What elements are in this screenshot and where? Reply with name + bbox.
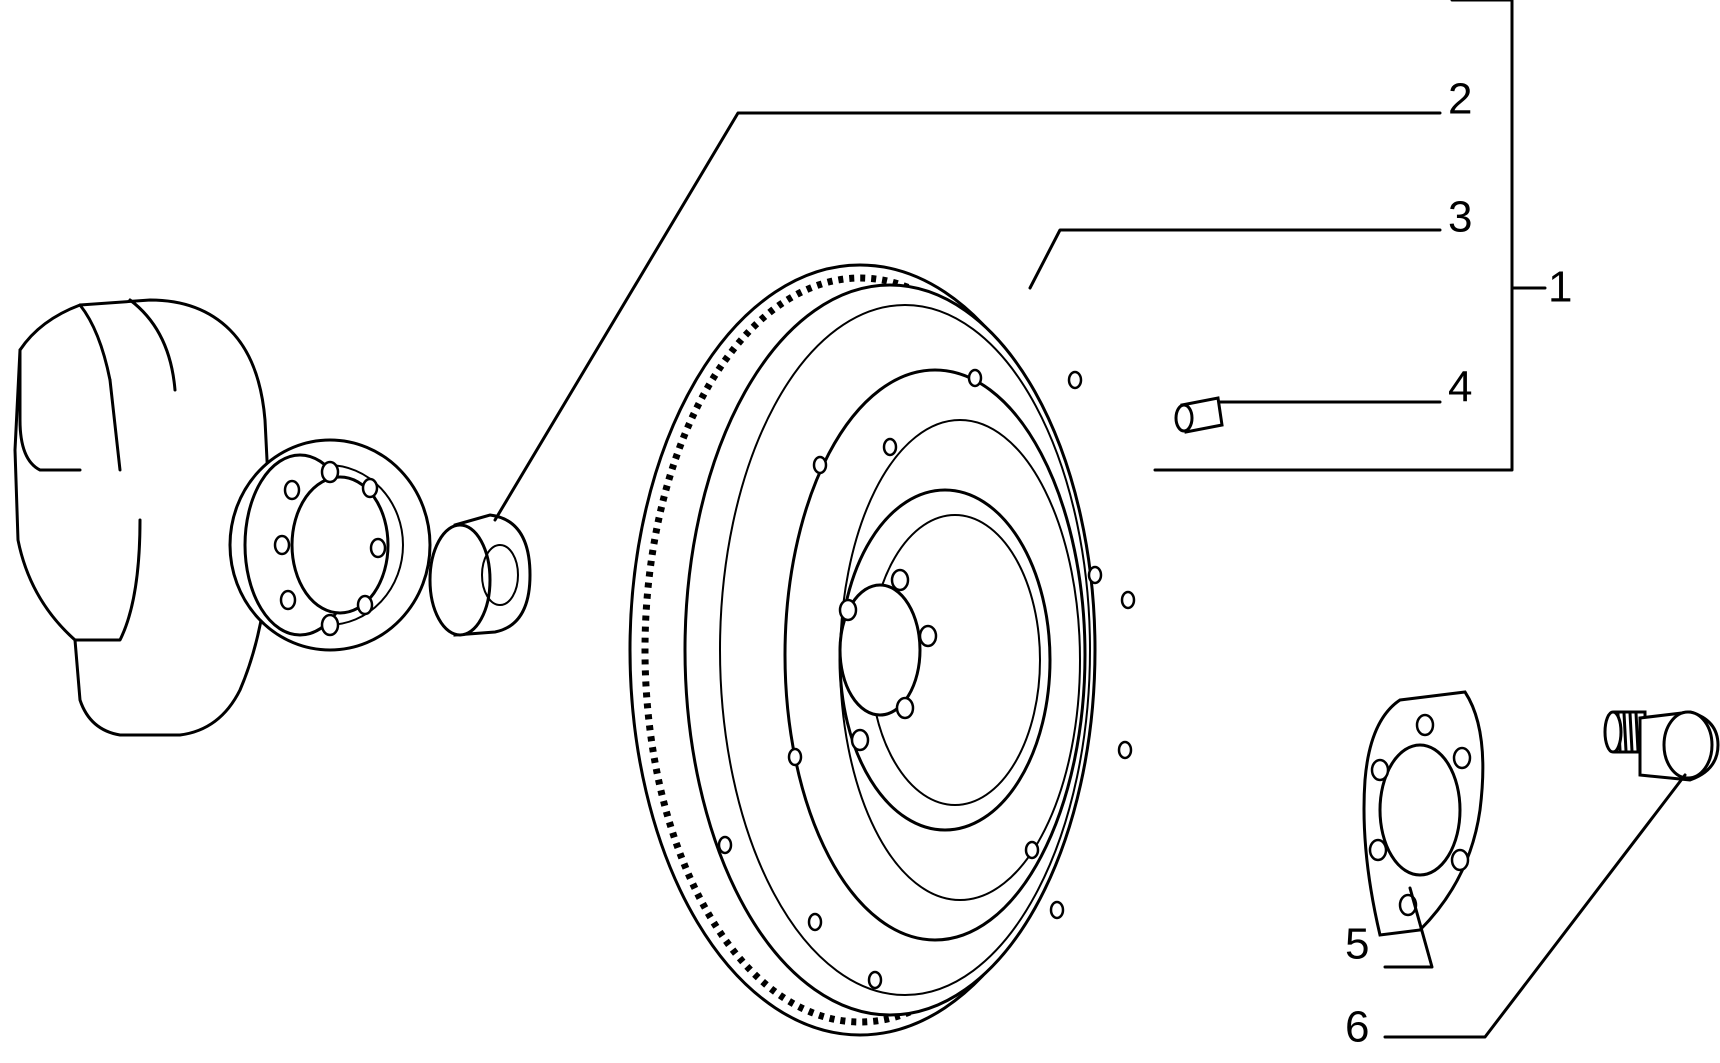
callout-3: 3 — [1448, 193, 1472, 242]
callout-1: 1 — [1548, 263, 1572, 312]
flywheel — [628, 263, 1136, 1037]
callout-6: 6 — [1345, 1003, 1369, 1052]
flywheel-bolt — [1603, 710, 1720, 782]
leader-lines — [493, 0, 1687, 1039]
callout-5: 5 — [1345, 920, 1369, 969]
crankshaft — [13, 298, 432, 737]
callout-2: 2 — [1448, 75, 1472, 124]
washer-plate — [1362, 690, 1485, 937]
callout-4: 4 — [1448, 363, 1472, 412]
pilot-bushing — [428, 513, 532, 637]
dowel-pin — [1174, 396, 1224, 434]
